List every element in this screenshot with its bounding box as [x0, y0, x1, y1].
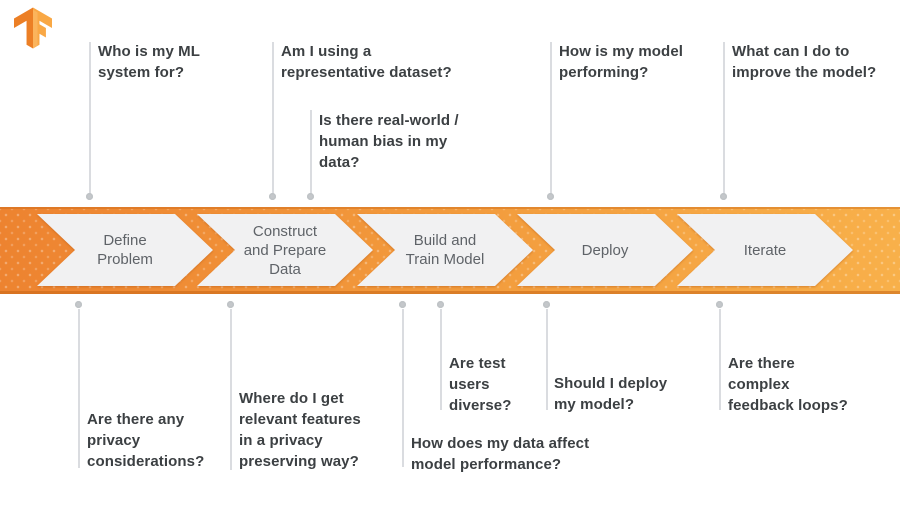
question-top-representative-dataset: Am I using a representative dataset?: [281, 43, 452, 81]
connector-dot: [269, 193, 276, 200]
stage-chevron-iterate: Iterate: [677, 214, 853, 286]
connector-line: [310, 110, 312, 196]
question-bottom-privacy-preserving: Where do I get relevant features in a pr…: [239, 390, 361, 470]
connector-dot: [720, 193, 727, 200]
connector-dot: [399, 301, 406, 308]
connector-line: [719, 309, 721, 410]
question-top-who-is-system-for: Who is my ML system for?: [98, 43, 201, 81]
connector-dot: [227, 301, 234, 308]
question-bottom-privacy-considerations: Are there any privacy considerations?: [87, 411, 205, 470]
stage-label-iterate: Iterate: [743, 241, 787, 259]
connector-line: [440, 309, 442, 410]
question-top-model-performing: How is my model performing?: [559, 43, 684, 81]
question-bottom-test-users-diverse: Are test users diverse?: [449, 355, 512, 414]
stage-label-build-train-model: Build and Train Model: [405, 232, 485, 268]
connector-dot: [547, 193, 554, 200]
connector-dot: [543, 301, 550, 308]
stage-label-deploy: Deploy: [581, 241, 629, 259]
connector-line: [546, 309, 548, 410]
stage-label-define-problem: Define Problem: [97, 232, 153, 268]
connector-dot: [86, 193, 93, 200]
connector-line: [89, 42, 91, 196]
question-top-real-world-bias: Is there real-world / human bias in my d…: [319, 112, 459, 171]
stage-chevron-build-train-model: Build and Train Model: [357, 214, 533, 286]
connector-line: [723, 42, 725, 196]
question-bottom-should-deploy: Should I deploy my model?: [554, 375, 668, 413]
stage-chevron-define-problem: Define Problem: [37, 214, 213, 286]
connector-dot: [307, 193, 314, 200]
connector-dot: [716, 301, 723, 308]
connector-dot: [75, 301, 82, 308]
connector-line: [402, 309, 404, 467]
connector-dot: [437, 301, 444, 308]
stage-label-construct-prepare-data: Construct and Prepare Data: [243, 222, 327, 278]
connector-line: [230, 309, 232, 470]
connector-line: [78, 309, 80, 468]
connector-line: [550, 42, 552, 196]
stage-chevron-deploy: Deploy: [517, 214, 693, 286]
stage-chevron-construct-prepare-data: Construct and Prepare Data: [197, 214, 373, 286]
connector-line: [272, 42, 274, 196]
question-bottom-data-affect-performance: How does my data affect model performanc…: [411, 435, 590, 473]
pipeline-banner: Define Problem Construct and Prepare Dat…: [0, 207, 900, 294]
question-bottom-feedback-loops: Are there complex feedback loops?: [728, 355, 848, 414]
question-top-improve-model: What can I do to improve the model?: [732, 43, 877, 81]
tensorflow-logo-icon: [14, 7, 52, 49]
